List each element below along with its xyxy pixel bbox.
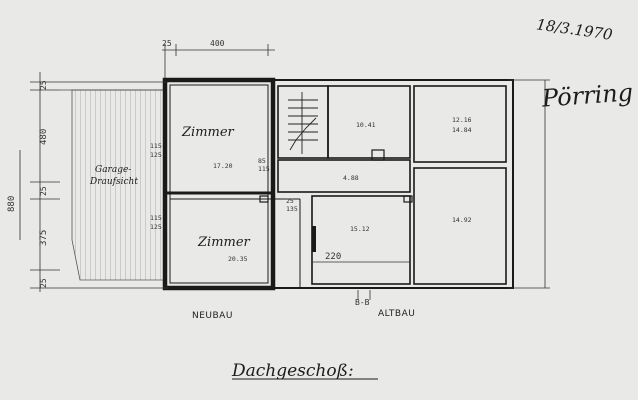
walls [162,77,514,291]
wall-dim-c2: 115 [258,165,270,173]
zimmer-bottom-name: Zimmer [197,235,251,250]
wall-dim-a2: 125 [150,151,162,159]
neubau-label: NEUBAU [192,311,233,321]
garage-top-view [60,89,166,281]
section-mark: B-B [355,298,370,307]
wall-dim-a1: 115 [150,142,162,150]
dim-top-25: 25 [162,39,172,48]
wall-dim-c1: 85 [258,157,266,165]
room-b-area2: 14.84 [452,126,472,134]
signature: Pörring [540,78,634,112]
wall-dim-b2: 125 [150,223,162,231]
dim-left-880: 880 [7,196,17,212]
zimmer-top-name: Zimmer [181,125,235,140]
wall-dim-d1: 25 [286,197,294,205]
dim-top-400: 400 [210,39,225,48]
dim-left-25a: 25 [39,80,48,90]
room-c-area: 15.12 [350,225,370,233]
room-b-area: 12.16 [452,116,472,124]
wall-dim-d2: 135 [286,205,298,213]
dim-220: 220 [325,252,341,262]
dim-left-25c: 25 [39,278,48,288]
dimension-lines [19,44,550,300]
staircase [288,92,318,154]
dim-left-25b: 25 [39,186,48,196]
zimmer-top-area: 17.20 [213,162,233,170]
dim-left-480: 480 [39,129,49,145]
zimmer-bottom-area: 20.35 [228,255,248,263]
room-a-area: 10.41 [356,121,376,129]
garage-label-line1: Garage- [95,165,131,175]
room-d-area: 14.92 [452,216,472,224]
dim-left-375: 375 [39,230,49,246]
altbau-label: ALTBAU [378,309,415,319]
wall-dim-b1: 115 [150,214,162,222]
drawing-title: Dachgeschoß: [231,361,354,381]
garage-label-line2: Draufsicht [89,177,138,187]
hall-area: 4.88 [343,174,359,182]
